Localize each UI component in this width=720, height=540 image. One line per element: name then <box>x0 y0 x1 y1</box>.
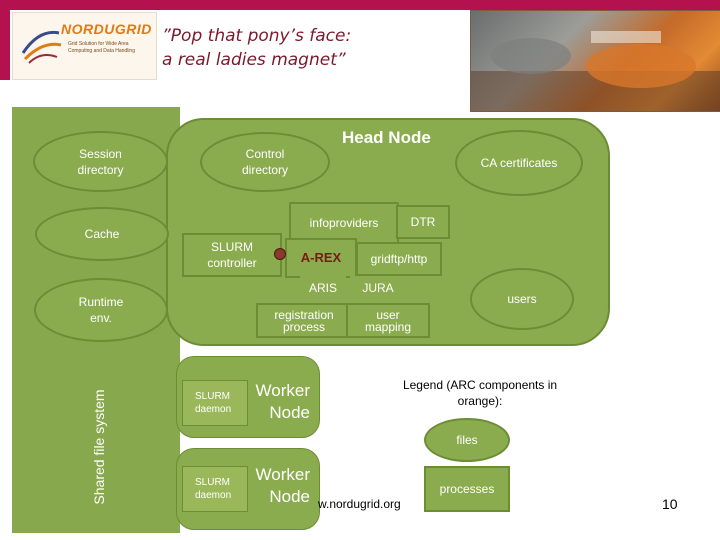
car-engine-image <box>471 31 720 111</box>
quote-line-1: ”Pop that pony’s face: <box>162 26 352 46</box>
slide-quote: ”Pop that pony’s face: a real ladies mag… <box>162 24 422 72</box>
control-directory-node: Control directory <box>200 132 330 192</box>
logo-tagline: Grid Solution for Wide Area <box>68 41 129 47</box>
session-directory-node: Session directory <box>33 131 168 192</box>
worker-node-1-label: Worker Node <box>255 381 310 422</box>
jura-node: JURA <box>350 276 406 300</box>
ca-certificates-node: CA certificates <box>455 130 583 196</box>
slurm-daemon-1: SLURM daemon <box>182 380 248 426</box>
quote-line-2: a real ladies magnet” <box>162 50 346 70</box>
legend-files: files <box>424 418 510 462</box>
legend-processes: processes <box>424 466 510 512</box>
logo-swirl-icon <box>21 30 62 64</box>
registration-process-node: registration process <box>256 303 352 338</box>
head-node-title: Head Node <box>342 128 431 147</box>
logo-tagline: Computing and Data Handling <box>68 48 135 54</box>
page-number: 10 <box>662 496 678 512</box>
gridftp-http-node: gridftp/http <box>356 242 442 276</box>
header-top-stripe <box>0 0 720 10</box>
slurm-controller-node: SLURM controller <box>182 233 282 277</box>
user-mapping-node: user mapping <box>346 303 430 338</box>
shared-file-system-label: Shared file system <box>91 389 107 505</box>
users-node: users <box>470 268 574 330</box>
arex-node: A-REX <box>285 238 357 278</box>
aris-node: ARIS <box>300 276 346 300</box>
worker-node-2-label: Worker Node <box>255 465 310 506</box>
footer-url: w.nordugrid.org <box>318 497 401 511</box>
header-left-stripe <box>0 0 10 80</box>
dtr-node: DTR <box>396 205 450 239</box>
slurm-daemon-2: SLURM daemon <box>182 466 248 512</box>
car-photo <box>470 10 720 112</box>
legend-title: Legend (ARC components in orange): <box>402 378 558 408</box>
cache-node: Cache <box>35 207 169 261</box>
infoproviders-node: infoproviders <box>289 202 399 244</box>
logo-name: NORDUGRID <box>61 21 152 37</box>
arex-connector-dot <box>274 248 286 260</box>
nordugrid-logo: NORDUGRID Grid Solution for Wide Area Co… <box>12 12 157 80</box>
runtime-env-node: Runtime env. <box>34 278 168 342</box>
